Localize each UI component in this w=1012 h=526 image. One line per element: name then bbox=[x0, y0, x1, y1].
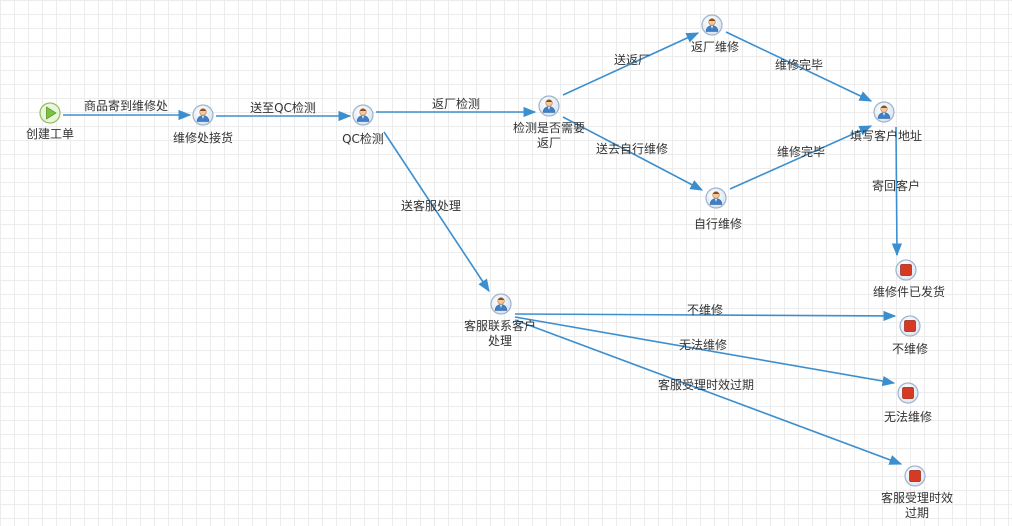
edge-label: 维修完毕 bbox=[775, 57, 823, 72]
edge-line[interactable] bbox=[729, 125, 873, 190]
node-qc-check[interactable]: QC检测 bbox=[342, 104, 384, 146]
edge-label: 商品寄到维修处 bbox=[84, 98, 168, 113]
node-cs-expired[interactable]: 客服受理时效过期 bbox=[881, 465, 953, 520]
edge-line[interactable] bbox=[725, 31, 873, 102]
edge-line[interactable] bbox=[891, 126, 903, 257]
user-icon bbox=[356, 108, 370, 122]
edge-fill_address-to-shipped[interactable]: 寄回客户 bbox=[872, 126, 920, 257]
node-label: 过期 bbox=[905, 506, 929, 520]
node-label: 检测是否需要 bbox=[513, 120, 585, 135]
edges-layer: 商品寄到维修处送至QC检测返厂检测送客服处理送返厂送去自行维修维修完毕维修完毕寄… bbox=[63, 31, 920, 465]
node-factory-repair[interactable]: 返厂维修 bbox=[691, 14, 739, 54]
edge-line[interactable] bbox=[562, 32, 700, 96]
node-label: 处理 bbox=[488, 334, 512, 348]
edge-label: 客服受理时效过期 bbox=[658, 377, 754, 392]
edge-cs_contact-to-no_repair[interactable]: 不维修 bbox=[514, 302, 897, 322]
edge-qc_check-to-cs_contact[interactable]: 送客服处理 bbox=[383, 131, 490, 293]
edge-cs_contact-to-cs_expired[interactable]: 客服受理时效过期 bbox=[514, 319, 903, 465]
edge-label: 送去自行维修 bbox=[596, 141, 668, 156]
play-icon bbox=[46, 106, 57, 120]
node-fill-address[interactable]: 填写客户地址 bbox=[850, 101, 922, 143]
edge-cs_contact-to-cannot_repair[interactable]: 无法维修 bbox=[514, 316, 896, 387]
node-label: QC检测 bbox=[342, 131, 384, 146]
edge-repair_receive-to-qc_check[interactable]: 送至QC检测 bbox=[216, 100, 352, 122]
edge-line[interactable] bbox=[514, 310, 897, 322]
node-label: 自行维修 bbox=[694, 216, 742, 231]
edge-need_return-to-self_repair[interactable]: 送去自行维修 bbox=[562, 116, 704, 191]
user-icon bbox=[542, 99, 556, 113]
node-label: 返厂维修 bbox=[691, 39, 739, 54]
node-label: 客服联系客户 bbox=[464, 318, 536, 333]
edge-line[interactable] bbox=[514, 316, 896, 387]
stop-icon bbox=[902, 387, 914, 399]
edge-start-to-repair_receive[interactable]: 商品寄到维修处 bbox=[63, 98, 192, 121]
edge-factory_repair-to-fill_address[interactable]: 维修完毕 bbox=[725, 31, 873, 102]
user-icon bbox=[877, 105, 891, 119]
edge-label: 送至QC检测 bbox=[250, 100, 316, 115]
node-shipped[interactable]: 维修件已发货 bbox=[873, 259, 945, 299]
node-label: 返厂 bbox=[537, 136, 561, 150]
node-no-repair[interactable]: 不维修 bbox=[892, 315, 928, 356]
edge-line[interactable] bbox=[383, 131, 490, 293]
edge-label: 不维修 bbox=[687, 302, 723, 317]
user-icon bbox=[196, 108, 210, 122]
node-label: 无法维修 bbox=[884, 409, 932, 424]
stop-icon bbox=[900, 264, 912, 276]
edge-label: 送返厂 bbox=[614, 52, 650, 67]
node-label: 维修处接货 bbox=[173, 130, 233, 145]
user-icon bbox=[705, 18, 719, 32]
edge-label: 送客服处理 bbox=[401, 198, 461, 213]
node-label: 客服受理时效 bbox=[881, 490, 953, 505]
node-self-repair[interactable]: 自行维修 bbox=[694, 187, 742, 231]
stop-icon bbox=[909, 470, 921, 482]
edge-qc_check-to-need_return[interactable]: 返厂检测 bbox=[376, 96, 537, 118]
node-label: 不维修 bbox=[892, 341, 928, 356]
user-icon bbox=[494, 297, 508, 311]
node-repair-receive[interactable]: 维修处接货 bbox=[173, 104, 233, 145]
node-label: 创建工单 bbox=[26, 127, 74, 141]
edge-need_return-to-factory_repair[interactable]: 送返厂 bbox=[562, 32, 700, 96]
edge-label: 返厂检测 bbox=[432, 96, 480, 111]
edge-self_repair-to-fill_address[interactable]: 维修完毕 bbox=[729, 125, 873, 190]
node-cannot-repair[interactable]: 无法维修 bbox=[884, 382, 932, 424]
node-start[interactable]: 创建工单 bbox=[26, 102, 74, 141]
edge-label: 维修完毕 bbox=[777, 144, 825, 159]
stop-icon bbox=[904, 320, 916, 332]
edge-line[interactable] bbox=[562, 116, 704, 191]
edge-label: 无法维修 bbox=[679, 337, 727, 352]
user-icon bbox=[709, 191, 723, 205]
node-label: 维修件已发货 bbox=[873, 284, 945, 299]
edge-line[interactable] bbox=[514, 319, 903, 465]
edge-label: 寄回客户 bbox=[872, 178, 920, 193]
node-label: 填写客户地址 bbox=[850, 128, 922, 143]
